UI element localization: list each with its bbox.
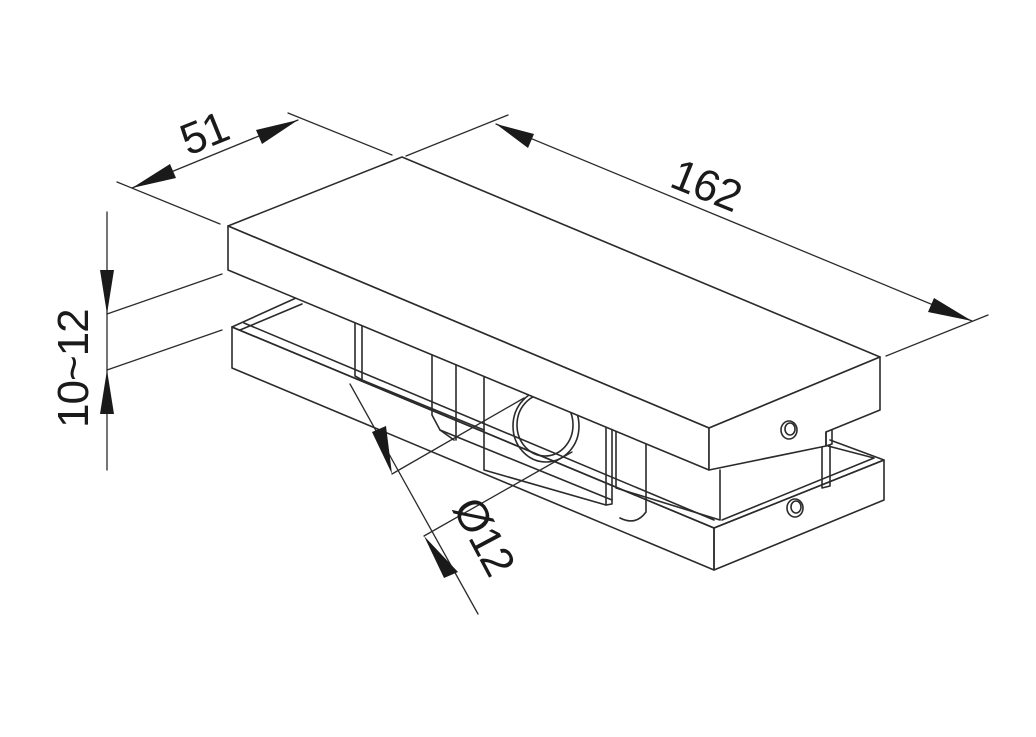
insert-bottom-edge-2 xyxy=(439,429,613,501)
length-arrow-left-icon xyxy=(496,124,534,148)
upper-plate xyxy=(227,156,881,471)
lower-bolt-hole-icon xyxy=(786,498,804,518)
hole-arrow-bottom-icon xyxy=(424,536,458,578)
thickness-arrow-top-icon xyxy=(100,270,114,314)
lower-plate-rim-right-inner xyxy=(721,445,875,521)
dimension-thickness: 10~12 xyxy=(49,211,223,471)
lower-plate-notch xyxy=(821,441,831,489)
upper-plate-notch xyxy=(825,429,833,447)
length-label: 162 xyxy=(664,150,748,222)
width-arrow-right-icon xyxy=(256,120,298,144)
upper-bolt-hole-icon xyxy=(780,420,798,440)
insert-bottom-edge xyxy=(361,379,485,431)
dimension-hole: Ø12 xyxy=(349,383,573,615)
width-arrow-left-icon xyxy=(132,164,176,188)
lower-plate-rim-right xyxy=(713,439,885,529)
hole-arrow-top-icon xyxy=(372,426,392,474)
lower-plate-rim-inner xyxy=(239,303,303,331)
insert-left-wall xyxy=(354,317,363,381)
thickness-arrow-bottom-icon xyxy=(100,370,114,414)
lower-plate-rim-outer xyxy=(231,297,297,328)
width-label: 51 xyxy=(173,102,235,165)
insert-right-wall xyxy=(615,429,721,521)
length-arrow-right-icon xyxy=(928,298,972,321)
lower-plate-rim-front-inner xyxy=(243,322,715,521)
lower-bolt-hole-inner-icon xyxy=(790,500,802,514)
thickness-label: 10~12 xyxy=(49,309,98,428)
upper-bolt-hole-inner-icon xyxy=(784,422,796,436)
